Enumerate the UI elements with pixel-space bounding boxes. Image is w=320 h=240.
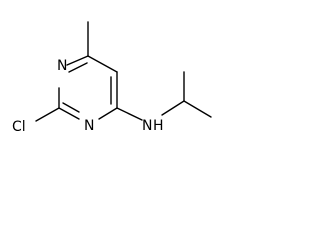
bonds bbox=[35, 21, 212, 122]
bond-c4-nh bbox=[116, 107, 143, 121]
bond-n1-c6 bbox=[66, 55, 89, 66]
chemical-structure: N N Cl N H bbox=[12, 21, 212, 135]
bond-nh-ch bbox=[161, 100, 185, 116]
atom-labels: N N Cl N H bbox=[12, 58, 164, 135]
amine-hydrogen-label: H bbox=[153, 118, 164, 134]
bond-c6-c5 bbox=[87, 55, 118, 73]
bond-chloro bbox=[35, 107, 60, 122]
bond-n3-c2-inner bbox=[62, 102, 80, 113]
bond-n1-c6-inner bbox=[68, 62, 88, 73]
bond-n3-c2 bbox=[58, 107, 80, 120]
amine-nitrogen-label: N bbox=[142, 118, 152, 134]
ring-nitrogen-bottom-label: N bbox=[84, 118, 94, 134]
bond-c4-n3 bbox=[98, 107, 118, 120]
chlorine-label: Cl bbox=[12, 119, 26, 135]
bond-ch-ch3-right bbox=[183, 100, 212, 118]
ring-nitrogen-top-label: N bbox=[57, 58, 67, 74]
